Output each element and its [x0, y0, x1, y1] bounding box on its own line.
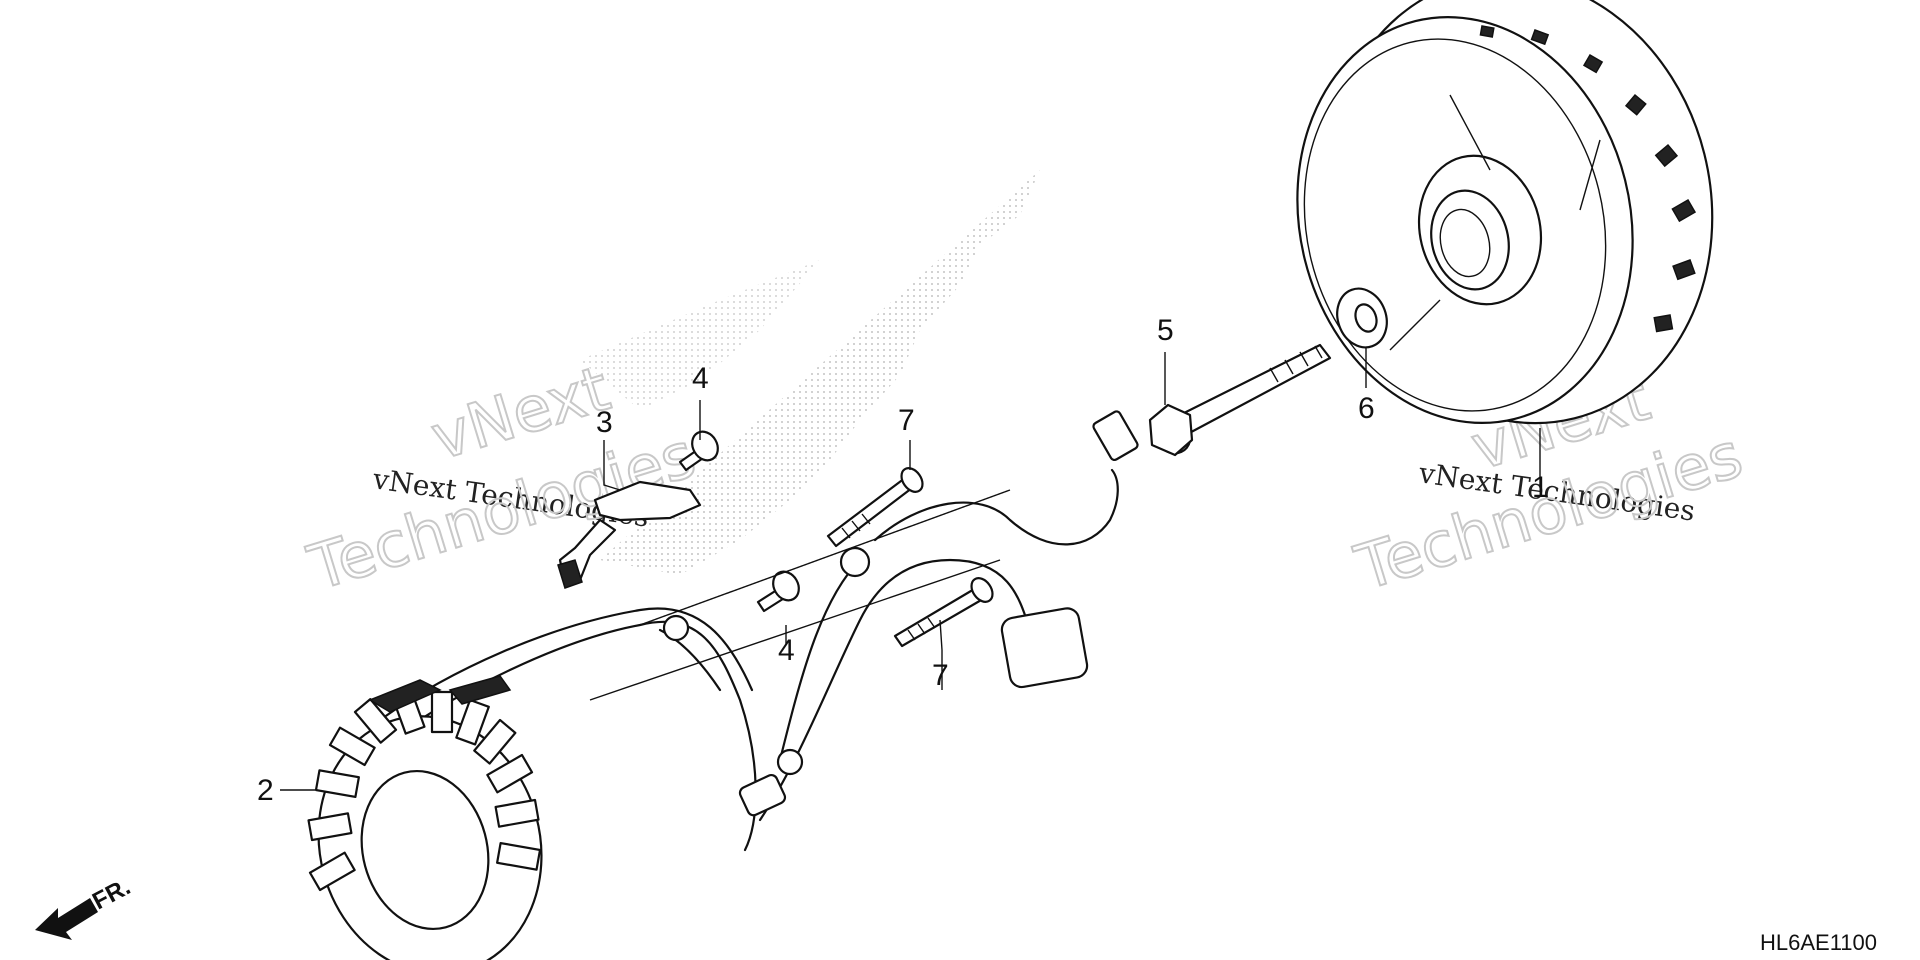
stator-part[interactable] [290, 675, 570, 960]
wiring-harness[interactable] [378, 410, 1139, 852]
bolt-upper-part[interactable] [678, 427, 723, 472]
washer-part[interactable] [1329, 282, 1395, 355]
callout-long-bolt-lower: 7 [932, 659, 949, 692]
callout-bolt-lower: 4 [778, 634, 795, 667]
front-arrow-icon [35, 898, 98, 940]
callout-bolt-upper: 4 [692, 362, 709, 395]
flange-bolt-part[interactable] [1146, 343, 1332, 460]
callout-flywheel: 1 [1532, 471, 1549, 504]
callout-stator: 2 [257, 774, 274, 807]
diagram-code: HL6AE1100 [1760, 930, 1877, 955]
long-bolt-lower-part[interactable] [893, 574, 997, 648]
brand-wing-watermark [600, 170, 1040, 575]
callout-flange-bolt: 5 [1157, 314, 1174, 347]
callout-long-bolt-upper: 7 [898, 404, 915, 437]
long-bolt-upper-part[interactable] [826, 464, 927, 548]
callout-washer: 6 [1358, 392, 1375, 425]
bolt-lower-part[interactable] [756, 567, 804, 613]
callout-bracket: 3 [596, 406, 613, 439]
front-direction-indicator: FR. [35, 873, 135, 940]
bracket-part[interactable] [557, 480, 702, 589]
brand-wing-watermark-2 [580, 260, 820, 410]
flywheel-part[interactable] [1255, 0, 1758, 464]
callouts: 1 2 3 4 4 5 6 7 7 [257, 314, 1549, 807]
leader-lines [280, 348, 1541, 791]
